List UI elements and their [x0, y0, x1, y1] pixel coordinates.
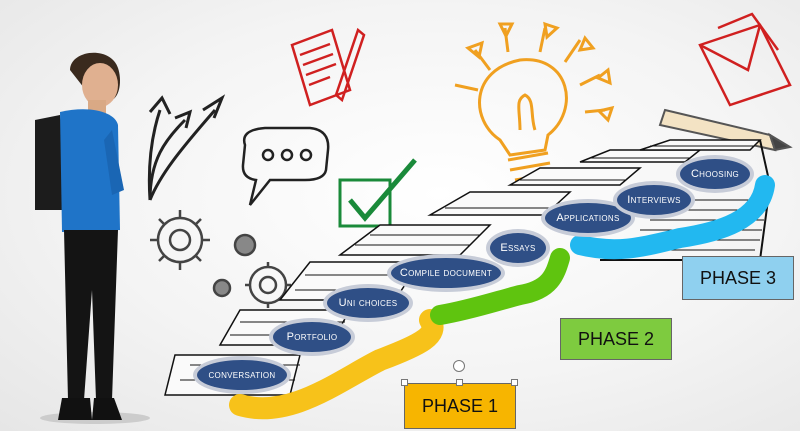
step-pill-uni-choices: Uni choices — [327, 288, 409, 318]
step-pill-conversation: conversation — [197, 360, 287, 390]
resize-handle-top-left[interactable] — [401, 379, 408, 386]
resize-handle-top-right[interactable] — [511, 379, 518, 386]
step-pill-applications: Applications — [545, 203, 631, 233]
step-pill-interviews: Interviews — [617, 185, 691, 215]
step-pill-choosing: Choosing — [680, 159, 750, 189]
phase-2-box: PHASE 2 — [560, 318, 672, 360]
step-pill-portfolio: Portfolio — [273, 322, 351, 352]
step-pill-compile-document: Compile document — [391, 258, 501, 288]
phase-3-box: PHASE 3 — [682, 256, 794, 300]
phase-1-box[interactable]: PHASE 1 — [404, 383, 516, 429]
rotate-handle-icon[interactable] — [453, 360, 465, 372]
resize-handle-top[interactable] — [456, 379, 463, 386]
step-pill-essays: Essays — [490, 233, 546, 263]
